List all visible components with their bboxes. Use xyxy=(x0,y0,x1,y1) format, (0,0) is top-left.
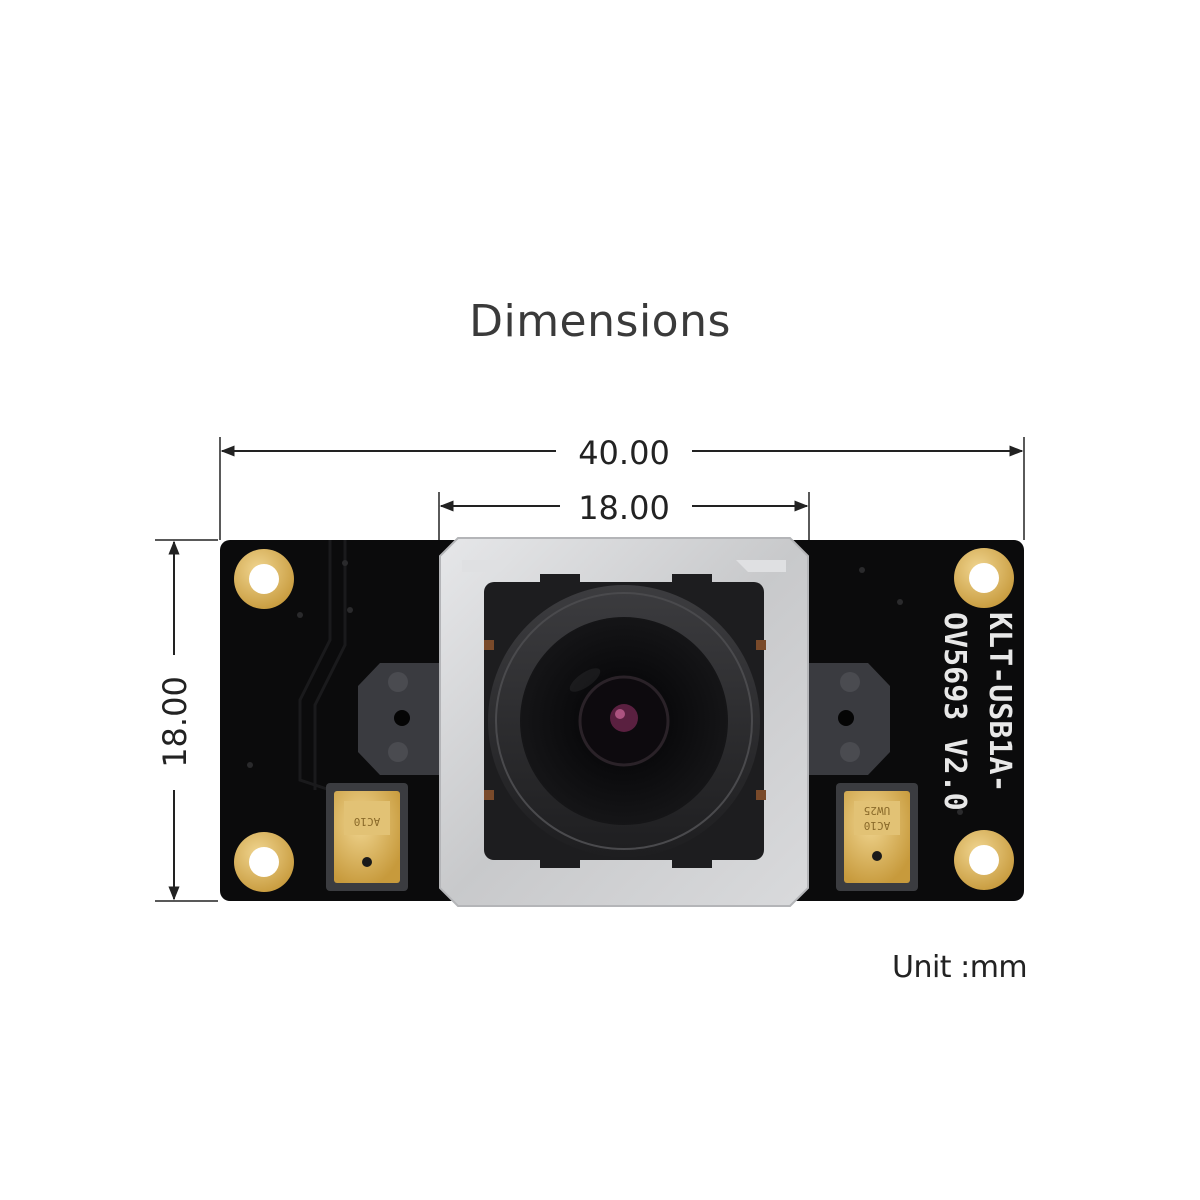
dimension-lines xyxy=(155,437,1025,902)
microphone-right: UW25 AC10 xyxy=(836,783,918,891)
mic-label-right-bottom: AC10 xyxy=(864,819,891,832)
page-title: Dimensions xyxy=(469,296,731,347)
mounting-hole xyxy=(954,830,1014,890)
mounting-hole xyxy=(234,832,294,892)
dimension-label-lens-width: 18.00 xyxy=(578,489,670,527)
dimension-label-board-width: 40.00 xyxy=(578,434,670,472)
camera-lens xyxy=(488,585,760,857)
holder-left xyxy=(358,663,440,775)
mic-label-right-top: UW25 xyxy=(864,804,891,817)
microphone-left: AC10 xyxy=(326,783,408,891)
mic-label-left: AC10 xyxy=(354,815,381,828)
silkscreen-line-1: KLT-USB1A- xyxy=(982,612,1017,793)
holder-right xyxy=(808,663,890,775)
silkscreen-line-2: OV5693 V2.0 xyxy=(937,612,972,811)
mounting-hole xyxy=(234,549,294,609)
unit-label: Unit :mm xyxy=(892,950,1028,985)
dimension-label-board-height: 18.00 xyxy=(156,676,194,768)
mounting-hole xyxy=(954,548,1014,608)
